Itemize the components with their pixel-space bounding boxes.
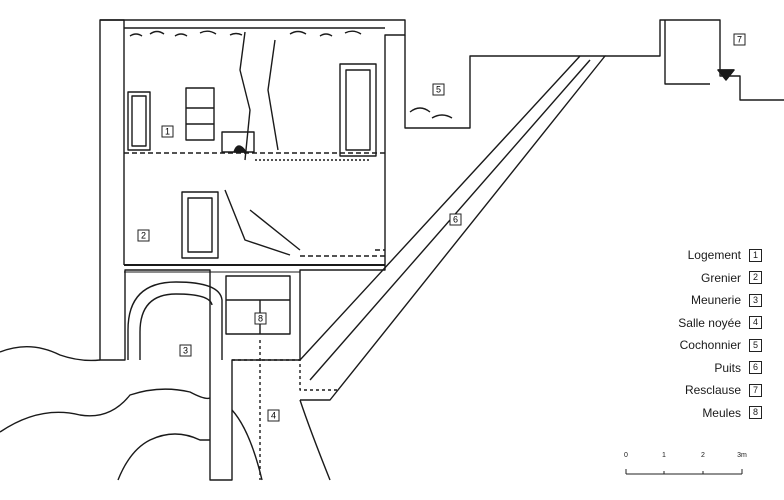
scale-tick-label: 0 [624,452,628,459]
room-label-4: 4 [271,411,276,421]
arch-3 [127,281,223,360]
fireplace [221,131,255,153]
ground-left [0,346,101,362]
legend-number: 8 [749,406,762,420]
legend-label: Puits [714,360,741,375]
room-5 [404,35,580,129]
scale-tick-label: 3m [737,452,747,459]
scale-tick-label: 1 [662,452,666,459]
room-4 [232,340,340,480]
legend: Logement 1 Grenier 2 Meunerie 3 Salle no… [632,244,762,424]
legend-number: 5 [749,338,762,352]
ground-bottom [117,433,210,481]
legend-number: 2 [749,271,762,285]
ground-left-low [0,388,211,433]
legend-number: 6 [749,361,762,375]
room-label-1: 1 [165,127,170,137]
room-label-5: 5 [436,85,441,95]
legend-item: Grenier 2 [632,267,762,290]
legend-number: 7 [749,383,762,397]
legend-item: Meules 8 [632,402,762,425]
legend-number: 1 [749,248,762,262]
legend-label: Meules [702,405,741,420]
window-1 [127,91,151,151]
scale-bar-graphic [625,469,743,475]
room-label-3: 3 [183,346,188,356]
legend-label: Salle noyée [678,315,741,330]
legend-item: Salle noyée 4 [632,312,762,335]
legend-item: Logement 1 [632,244,762,267]
building-outline [99,19,406,481]
room-7 [605,19,784,101]
legend-label: Resclause [684,383,741,398]
floor-dashed-3 [300,249,385,257]
legend-item: Puits 6 [632,357,762,380]
legend-label: Grenier [700,270,741,285]
window-2 [185,87,215,141]
room-8-box [225,275,291,335]
room-label-2: 2 [141,231,146,241]
door-2 [181,191,219,259]
room-label-7: 7 [737,35,742,45]
door-right [339,63,377,157]
legend-item: Cochonnier 5 [632,334,762,357]
scale-tick-label: 2 [701,452,705,459]
legend-label: Meunerie [690,293,741,308]
legend-item: Resclause 7 [632,379,762,402]
legend-item: Meunerie 3 [632,289,762,312]
left-wall-inner [100,19,125,265]
room-label-8: 8 [258,314,263,324]
legend-label: Cochonnier [679,338,741,353]
legend-label: Logement [687,248,741,263]
scale-bar: 0 1 2 3m [620,452,750,482]
legend-number: 4 [749,316,762,330]
legend-number: 3 [749,293,762,307]
room-label-6: 6 [453,215,458,225]
